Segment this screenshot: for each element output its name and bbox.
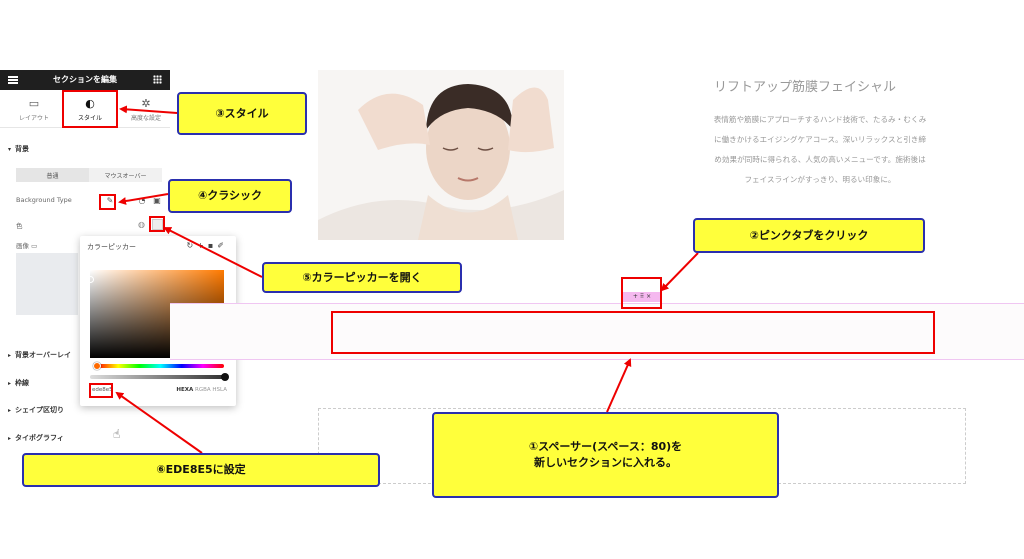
format-rgba[interactable]: RGBA	[195, 387, 211, 393]
alpha-handle[interactable]	[221, 373, 229, 381]
callout-spacer-line1: ①スペーサー(スペース：80)を	[528, 440, 683, 453]
trash-icon[interactable]: ▪	[207, 241, 218, 250]
reset-icon[interactable]: ↻	[186, 241, 198, 250]
desktop-icon: ▭	[31, 242, 38, 250]
color-swatch[interactable]	[152, 219, 163, 230]
eyedropper-icon[interactable]: ✐	[217, 241, 228, 250]
format-hsla[interactable]: HSLA	[212, 387, 227, 393]
format-switch: HEXA RGBA HSLA	[176, 387, 227, 393]
hue-handle[interactable]	[93, 362, 101, 370]
desc-line: フェイスラインがすっきり、明るい印象に。	[744, 175, 896, 184]
caret-right-icon: ▸	[8, 352, 12, 359]
gradient-icon[interactable]: ◔	[138, 196, 146, 205]
border-label: 枠線	[15, 379, 30, 387]
section-handle-tab[interactable]: + ⠿ ×	[623, 292, 661, 302]
highlight-classic	[99, 194, 116, 210]
callout-open-picker: ⑤カラーピッカーを開く	[262, 262, 462, 293]
caret-right-icon: ▸	[8, 435, 12, 442]
desc-line: め効果が同時に得られる、人気の高いメニューです。施術後は	[714, 155, 926, 164]
face-illustration	[318, 70, 564, 240]
callout-spacer: ①スペーサー(スペース：80)を 新しいセクションに入れる。	[432, 412, 779, 498]
video-icon[interactable]: ▣	[153, 196, 161, 205]
state-toggle: 普通 マウスオーバー	[16, 168, 162, 182]
desc-line: 表情筋や筋膜にアプローチするハンド技術で、たるみ・むくみ	[713, 115, 927, 124]
sv-handle[interactable]	[87, 276, 94, 283]
arrow-style	[119, 105, 178, 114]
panel-header: セクションを編集	[0, 70, 170, 90]
panel-title: セクションを編集	[53, 75, 117, 84]
highlight-style-tab	[62, 90, 118, 128]
callout-classic: ④クラシック	[168, 179, 292, 213]
section-shape-divider[interactable]: ▸シェイプ区切り	[8, 405, 64, 415]
background-overlay-label: 背景オーバーレイ	[15, 351, 71, 359]
color-picker-title: カラーピッカー	[87, 243, 136, 251]
section-border[interactable]: ▸枠線	[8, 378, 29, 388]
arrow-swatch	[163, 227, 263, 278]
image-label: 画像 ▭	[16, 240, 37, 250]
highlight-hex	[89, 383, 113, 398]
tab-style[interactable]: ◐ スタイル	[62, 92, 118, 128]
arrow-section	[606, 358, 632, 413]
caret-right-icon: ▸	[8, 407, 12, 414]
style-icon: ◐	[85, 97, 95, 110]
image-placeholder[interactable]	[16, 253, 78, 315]
background-type-label: Background Type	[16, 196, 72, 204]
widgets-grid-icon[interactable]	[153, 75, 162, 84]
section-typography[interactable]: ▸タイポグラフィ	[8, 433, 64, 443]
callout-pink-tab: ②ピンクタブをクリック	[693, 218, 925, 253]
hex-input[interactable]: ede8e5	[92, 387, 113, 393]
arrow-hex	[115, 391, 203, 454]
tab-advanced[interactable]: ✲ 高度な設定	[118, 92, 174, 128]
tab-layout[interactable]: ▭ レイアウト	[6, 92, 62, 128]
image-label-text: 画像	[16, 242, 29, 250]
page-title: リフトアップ筋膜フェイシャル	[713, 80, 896, 95]
tab-advanced-label: 高度な設定	[130, 115, 161, 122]
typography-label: タイポグラフィ	[15, 434, 64, 442]
layout-icon: ▭	[28, 97, 40, 110]
caret-down-icon: ▾	[8, 146, 12, 153]
segment-hover[interactable]: マウスオーバー	[104, 173, 147, 180]
highlight-pink-tab	[621, 277, 662, 309]
hand-cursor-icon: ☝	[113, 427, 121, 441]
facial-treatment-photo	[318, 70, 564, 240]
hue-slider[interactable]	[97, 364, 224, 368]
caret-right-icon: ▸	[8, 380, 12, 387]
callout-style: ③スタイル	[177, 92, 307, 135]
callout-spacer-line2: 新しいセクションに入れる。	[534, 456, 677, 469]
highlight-section	[331, 311, 935, 354]
page-description: 表情筋や筋膜にアプローチするハンド技術で、たるみ・むくみ に働きかけるエイジング…	[670, 110, 970, 190]
classic-brush-icon[interactable]: ✎	[106, 196, 114, 205]
arrow-classic	[118, 193, 169, 205]
menu-icon[interactable]	[8, 76, 18, 84]
tab-style-label: スタイル	[77, 115, 102, 122]
shape-divider-label: シェイプ区切り	[15, 406, 65, 414]
highlight-swatch	[149, 216, 165, 232]
section-background[interactable]: ▾背景	[8, 144, 29, 154]
global-colors-icon[interactable]: ◍	[138, 220, 145, 229]
arrow-pink-tab	[660, 252, 699, 292]
section-background-label: 背景	[15, 145, 30, 153]
gear-icon: ✲	[141, 97, 151, 110]
section-background-overlay[interactable]: ▸背景オーバーレイ	[8, 350, 71, 360]
callout-set-color: ⑥EDE8E5に設定	[22, 453, 380, 487]
desc-line: に働きかけるエイジングケアコース。深いリラックスと引き締	[713, 135, 926, 144]
tab-layout-label: レイアウト	[18, 115, 49, 122]
alpha-slider[interactable]	[90, 375, 224, 379]
segment-normal[interactable]: 普通	[16, 168, 89, 182]
format-hexa[interactable]: HEXA	[176, 387, 194, 393]
color-label: 色	[16, 222, 23, 230]
